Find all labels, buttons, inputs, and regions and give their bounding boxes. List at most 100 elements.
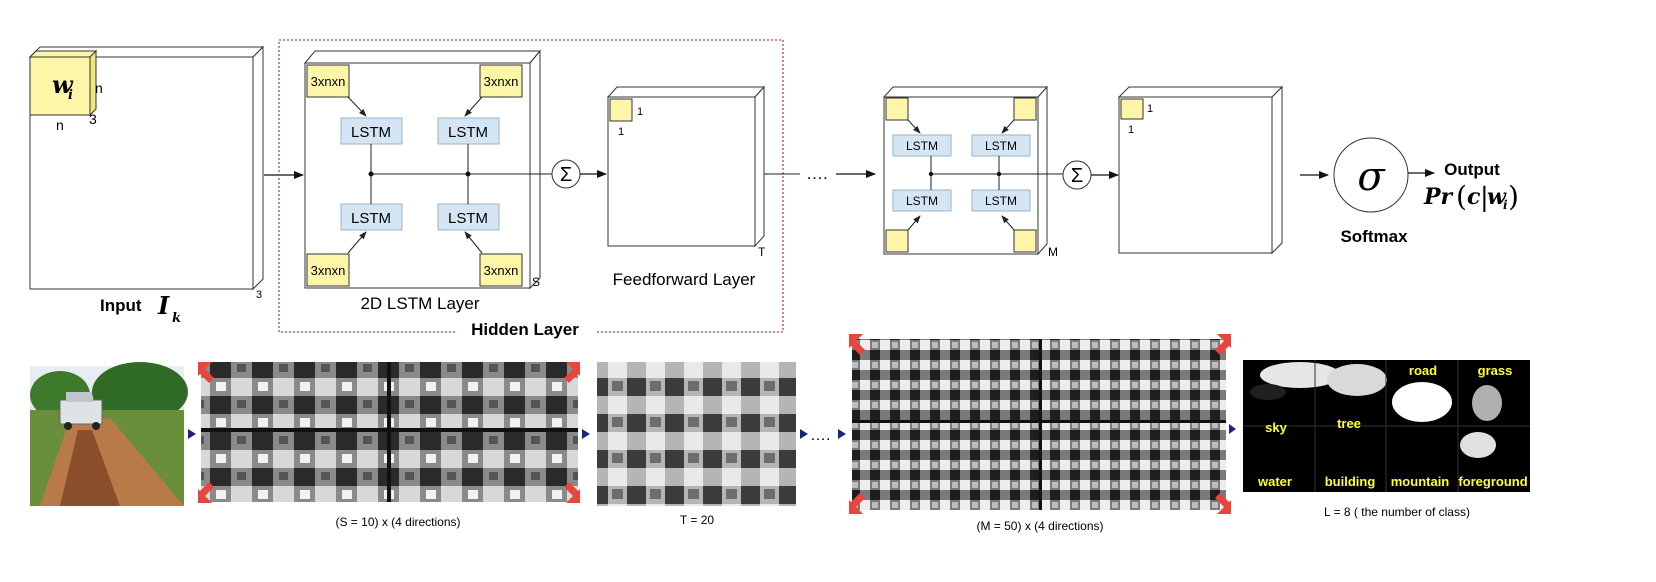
softmax-node [1333, 137, 1409, 213]
feedforward-cube: 1 1 T [606, 85, 766, 259]
feedforward-title: Feedforward Layer [613, 270, 756, 289]
svg-text:): ) [1508, 180, 1519, 213]
kernel-arrow-tr [464, 96, 483, 117]
lstm2-depth-label: M [1048, 245, 1058, 259]
output-label: Output [1444, 160, 1500, 179]
class-label-foreground: foreground [1458, 474, 1527, 489]
input-dim-depth: 3 [89, 111, 97, 127]
corner-arrow-2-bl [849, 493, 865, 514]
softmax-label: Softmax [1340, 227, 1408, 246]
caption-lstm2: (M = 50) x (4 directions) [976, 519, 1103, 533]
lstm-depth-label: S [532, 275, 540, 289]
caption-classes: L = 8 ( the number of class) [1324, 505, 1470, 519]
kernel-arrow-tl [347, 96, 367, 117]
class-label-grass: grass [1478, 363, 1513, 378]
kernel-arrow-br [464, 231, 483, 254]
input-window [29, 56, 91, 116]
sum-symbol-1: Σ [560, 164, 572, 186]
corner-arrow-1-bl [198, 482, 214, 503]
input-channels: 3 [256, 289, 262, 301]
input-window-label: w [52, 70, 74, 99]
caption-ff: T = 20 [680, 513, 714, 527]
input-label: Input [100, 296, 142, 315]
svg-text:LSTM: LSTM [906, 139, 938, 153]
final-kernel-left-size: 1 [1128, 124, 1134, 136]
input-volume: w i n n 3 3 [28, 45, 265, 301]
final-kernel-top-size: 1 [1147, 103, 1153, 115]
formula-pr: Pr [1423, 184, 1454, 210]
merge-dot-left [368, 171, 374, 177]
input-dim-n-bottom: n [56, 117, 64, 133]
corner-arrow-2-br [1215, 493, 1231, 514]
svg-text:3xnxn: 3xnxn [311, 263, 346, 278]
ff-feature-maps [597, 362, 796, 506]
lstm-feature-maps [201, 362, 578, 502]
formula-w: w [1487, 184, 1507, 210]
softmax-symbol: σ [1357, 154, 1386, 200]
svg-text:LSTM: LSTM [351, 210, 391, 227]
lstm-kernel-top-right: 3xnxn [479, 64, 523, 98]
lstm2-kernel-br [1013, 229, 1037, 253]
svg-text:3xnxn: 3xnxn [484, 263, 519, 278]
output-formula: Pr ( c | w i ) [1423, 180, 1519, 213]
lstm2-dot-right [996, 171, 1002, 177]
merge-dot-right [465, 171, 471, 177]
lstm2-arrow-tl [907, 119, 921, 134]
svg-text:LSTM: LSTM [985, 194, 1017, 208]
flow-arrow-5 [1229, 424, 1236, 434]
flow-arrow-2 [582, 429, 590, 439]
hidden-layer-label: Hidden Layer [471, 320, 579, 339]
class-label-sky: sky [1265, 420, 1287, 435]
kernel-arrow-bl [347, 231, 367, 254]
svg-text:LSTM: LSTM [985, 139, 1017, 153]
svg-text:LSTM: LSTM [351, 124, 391, 141]
lstm-cell-top-right: LSTM [437, 117, 500, 145]
lstm2-arrow-tr [1001, 119, 1015, 134]
lstm2-cell-bottom-left: LSTM [892, 189, 952, 212]
lstm-cell-bottom-right: LSTM [437, 203, 500, 231]
input-label-subscript: k [172, 311, 181, 326]
caption-lstm1: (S = 10) x (4 directions) [335, 515, 460, 529]
svg-text:|: | [1480, 183, 1489, 213]
lstm2-dot-left [928, 171, 934, 177]
final-cube: 1 1 [1117, 85, 1284, 255]
svg-text:(: ( [1456, 180, 1467, 213]
flow-arrow-1 [188, 429, 196, 439]
svg-text:LSTM: LSTM [448, 210, 488, 227]
lstm2-cell-top-right: LSTM [971, 134, 1031, 157]
ff-kernel [609, 98, 633, 122]
hidden-layer-label-bg [455, 320, 595, 342]
input-dim-n-side: n [95, 80, 103, 96]
lstm-layer-title: 2D LSTM Layer [360, 294, 479, 313]
input-photo [30, 362, 188, 506]
lstm2-cell-top-left: LSTM [892, 134, 952, 157]
corner-arrow-2-tr [1215, 334, 1231, 355]
final-kernel [1120, 98, 1144, 120]
input-label-symbol: I [157, 291, 170, 320]
corner-arrow-2-tl [849, 334, 865, 355]
lstm2-arrow-bl [907, 215, 921, 231]
lstm-kernel-bottom-left: 3xnxn [306, 253, 350, 287]
lstm-kernel-top-left: 3xnxn [306, 64, 350, 98]
lstm-kernel-bottom-right: 3xnxn [479, 253, 523, 287]
svg-text:3xnxn: 3xnxn [311, 74, 346, 89]
lstm2-arrow-br [1001, 215, 1015, 231]
class-label-building: building [1325, 474, 1376, 489]
corner-arrow-1-br [564, 482, 580, 503]
lstm2-kernel-tr [1013, 97, 1037, 121]
svg-text:3xnxn: 3xnxn [484, 74, 519, 89]
ellipsis-top: …. [806, 164, 828, 183]
ff-kernel-top-size: 1 [637, 106, 643, 118]
formula-c: c [1467, 184, 1481, 210]
svg-text:LSTM: LSTM [906, 194, 938, 208]
lstm-layer-cube: S [303, 49, 542, 290]
lstm2-kernel-tl [885, 97, 909, 121]
class-label-road: road [1409, 363, 1437, 378]
class-maps [1243, 360, 1530, 492]
input-window-top [28, 50, 98, 58]
ff-depth-label: T [758, 245, 766, 259]
class-label-mountain: mountain [1391, 474, 1450, 489]
lstm-cell-top-left: LSTM [340, 117, 403, 145]
lstm2-feature-maps [852, 339, 1226, 510]
